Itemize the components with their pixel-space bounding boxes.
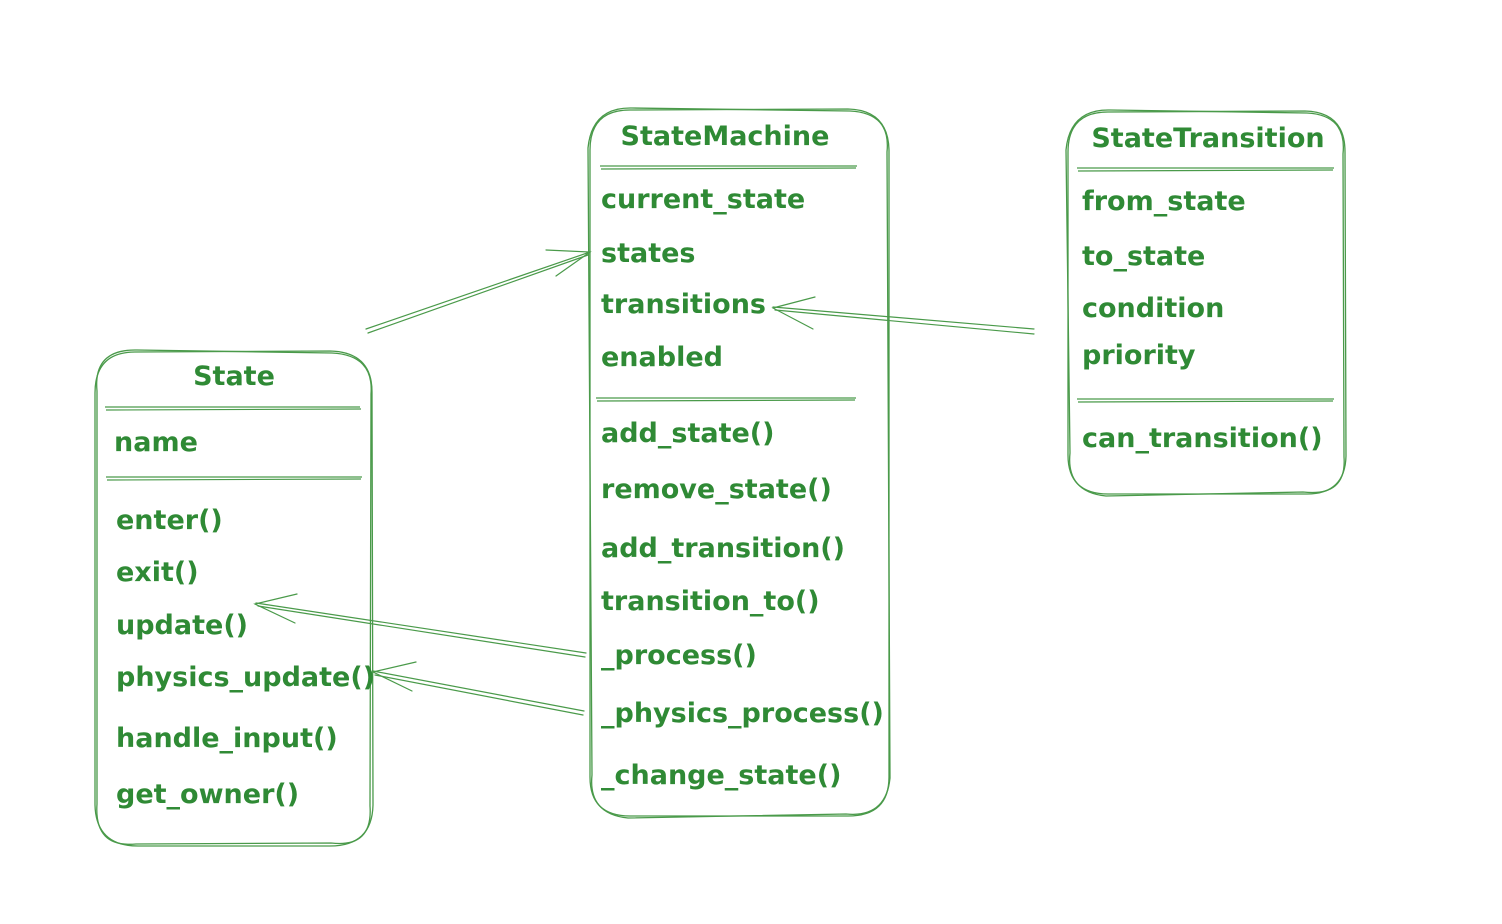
arrow-state-to-states-head <box>545 249 592 277</box>
state-machine-attr-current-state: current_state <box>601 184 805 215</box>
state-machine-attr-states: states <box>601 238 696 269</box>
state-machine-method-physics-process: _physics_process() <box>601 698 884 729</box>
state-machine-class-box[interactable]: StateMachine current_state states transi… <box>587 107 891 819</box>
state-machine-method-transition-to: transition_to() <box>601 586 820 617</box>
state-machine-class-title: StateMachine <box>621 121 830 152</box>
state-transition-attr-condition: condition <box>1082 293 1224 324</box>
state-method-handle-input: handle_input() <box>116 723 338 754</box>
state-machine-box-outline-sketch <box>587 107 891 819</box>
arrow-state-transition-to-transitions[interactable] <box>771 296 1035 335</box>
state-method-update: update() <box>116 610 248 641</box>
state-transition-class-box[interactable]: StateTransition from_state to_state cond… <box>1065 109 1347 497</box>
state-transition-title-divider-sketch <box>1077 169 1334 172</box>
arrow-state-to-states[interactable] <box>365 249 592 334</box>
arrow-transition-head <box>771 296 816 330</box>
arrow-transition-line <box>772 306 1035 330</box>
state-machine-method-process: _process() <box>601 640 757 671</box>
arrow-transition-line-sketch <box>774 309 1035 335</box>
state-method-get-owner: get_owner() <box>116 779 299 810</box>
state-transition-attr-divider-sketch <box>1077 400 1334 403</box>
state-transition-attr-from-state: from_state <box>1082 186 1246 217</box>
state-transition-method-can-transition: can_transition() <box>1082 423 1323 454</box>
arrow-physics-head <box>371 661 417 692</box>
arrow-state-to-states-line <box>365 251 591 330</box>
state-transition-class-title: StateTransition <box>1091 123 1324 154</box>
state-method-physics-update: physics_update() <box>116 662 375 693</box>
state-machine-attr-divider-sketch <box>596 399 856 402</box>
state-method-exit: exit() <box>116 557 199 588</box>
arrow-physics-line-sketch <box>374 674 584 716</box>
state-title-divider-sketch <box>105 408 362 411</box>
state-box-outline-sketch <box>96 349 372 845</box>
state-machine-method-add-transition: add_transition() <box>601 533 845 564</box>
state-machine-method-add-state: add_state() <box>601 418 774 449</box>
arrow-process-line-sketch <box>257 605 586 658</box>
state-box-outline <box>94 350 374 847</box>
state-transition-attr-priority: priority <box>1082 340 1196 371</box>
arrow-physics-process-to-physics-update[interactable] <box>371 661 585 716</box>
state-machine-attr-enabled: enabled <box>601 342 723 373</box>
state-transition-box-outline-sketch <box>1065 109 1345 497</box>
state-machine-method-change-state: _change_state() <box>601 760 841 791</box>
arrow-process-line <box>255 602 587 654</box>
state-transition-attr-to-state: to_state <box>1082 241 1205 272</box>
state-method-enter: enter() <box>116 505 223 536</box>
state-class-title: State <box>193 361 275 392</box>
arrow-physics-line <box>372 670 585 712</box>
arrow-process-head <box>253 593 298 624</box>
state-class-box[interactable]: State name enter() exit() update() physi… <box>94 349 375 847</box>
state-transition-box-outline <box>1067 110 1347 495</box>
state-attr-divider-sketch <box>106 478 362 481</box>
arrow-process-to-update[interactable] <box>253 593 587 658</box>
state-machine-title-divider-sketch <box>600 167 857 170</box>
arrow-state-to-states-line-sketch <box>367 254 589 334</box>
state-machine-method-remove-state: remove_state() <box>601 474 832 505</box>
state-attr-name: name <box>114 427 198 458</box>
state-machine-attr-transitions: transitions <box>601 289 766 320</box>
